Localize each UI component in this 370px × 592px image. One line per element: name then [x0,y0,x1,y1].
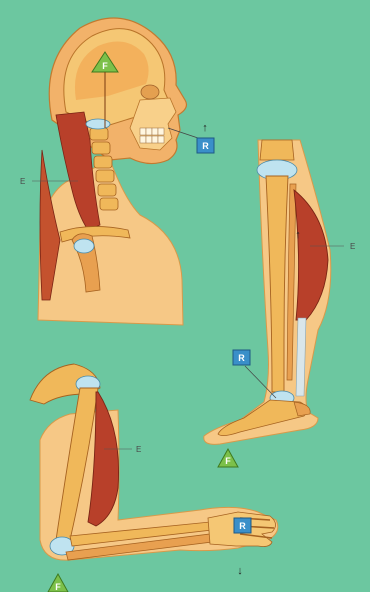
arm-resistance-arrow: ↓ [237,565,243,577]
shoulder-joint [74,239,94,253]
arm-panel: E R ↓ F [30,364,278,592]
arm-resistance-letter: R [239,521,246,531]
head-neck-panel: F R ↑ E [20,18,214,325]
leg-effort-arrow: ↑ [295,229,301,241]
head-fulcrum-letter: F [102,61,108,71]
femur-end [260,140,294,160]
atlas-joint [86,119,110,129]
leg-fulcrum-letter: F [225,456,231,466]
head-resistance-arrow: ↑ [202,122,208,134]
arm-fulcrum-letter: F [55,582,61,592]
head-effort-label: E [20,177,25,186]
achilles-tendon [296,318,306,396]
eye-socket [141,85,159,99]
leg-resistance-letter: R [238,353,245,363]
leg-effort-label: E [350,242,355,251]
lower-leg-panel: ↑ E R F [204,140,356,467]
arm-effort-label: E [136,445,141,454]
head-resistance-letter: R [202,141,209,151]
